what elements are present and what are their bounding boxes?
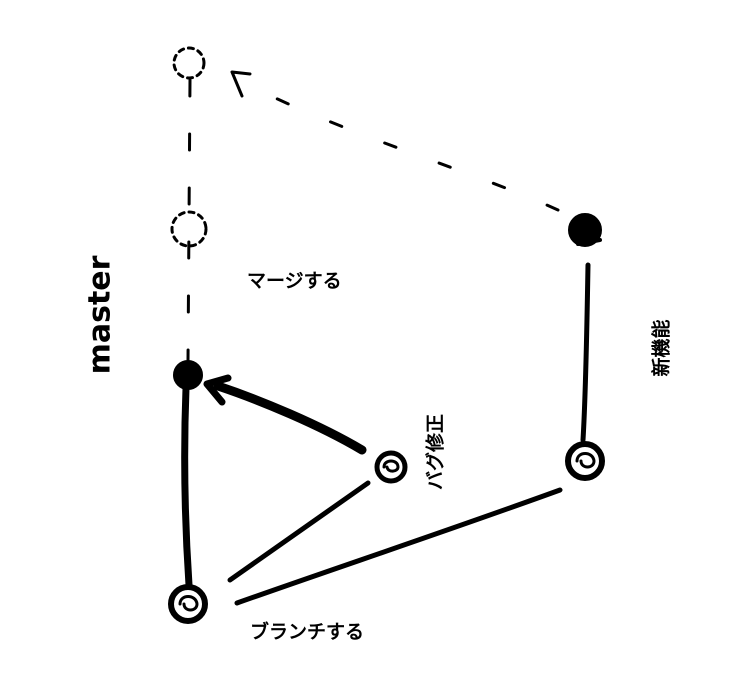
feature-merge-dashed-line (248, 84, 560, 212)
feature-line (580, 262, 591, 443)
merge-label: マージする (247, 270, 342, 292)
feature-merge-arrowhead (230, 70, 252, 98)
commit-master-merged (173, 360, 203, 390)
commit-feature-2 (568, 213, 602, 247)
commit-feature-1 (565, 441, 605, 481)
commit-bugfix (374, 450, 408, 484)
bugfix-branch-label: バグ修正 (424, 413, 447, 491)
feature-branch-line (234, 487, 563, 606)
bugfix-merge-line (213, 381, 367, 455)
branch-label: ブランチする (250, 621, 365, 643)
commit-future-1 (170, 210, 208, 248)
master-future-dashed-line (186, 78, 192, 362)
bugfix-merge-arrowhead (203, 374, 232, 406)
commit-future-2 (172, 46, 206, 80)
master-branch-label: master (82, 255, 118, 375)
commit-master-root (168, 584, 208, 624)
bugfix-branch-line (227, 480, 371, 583)
master-trunk-line (181, 384, 193, 589)
feature-branch-label: 新機能 (650, 319, 673, 377)
